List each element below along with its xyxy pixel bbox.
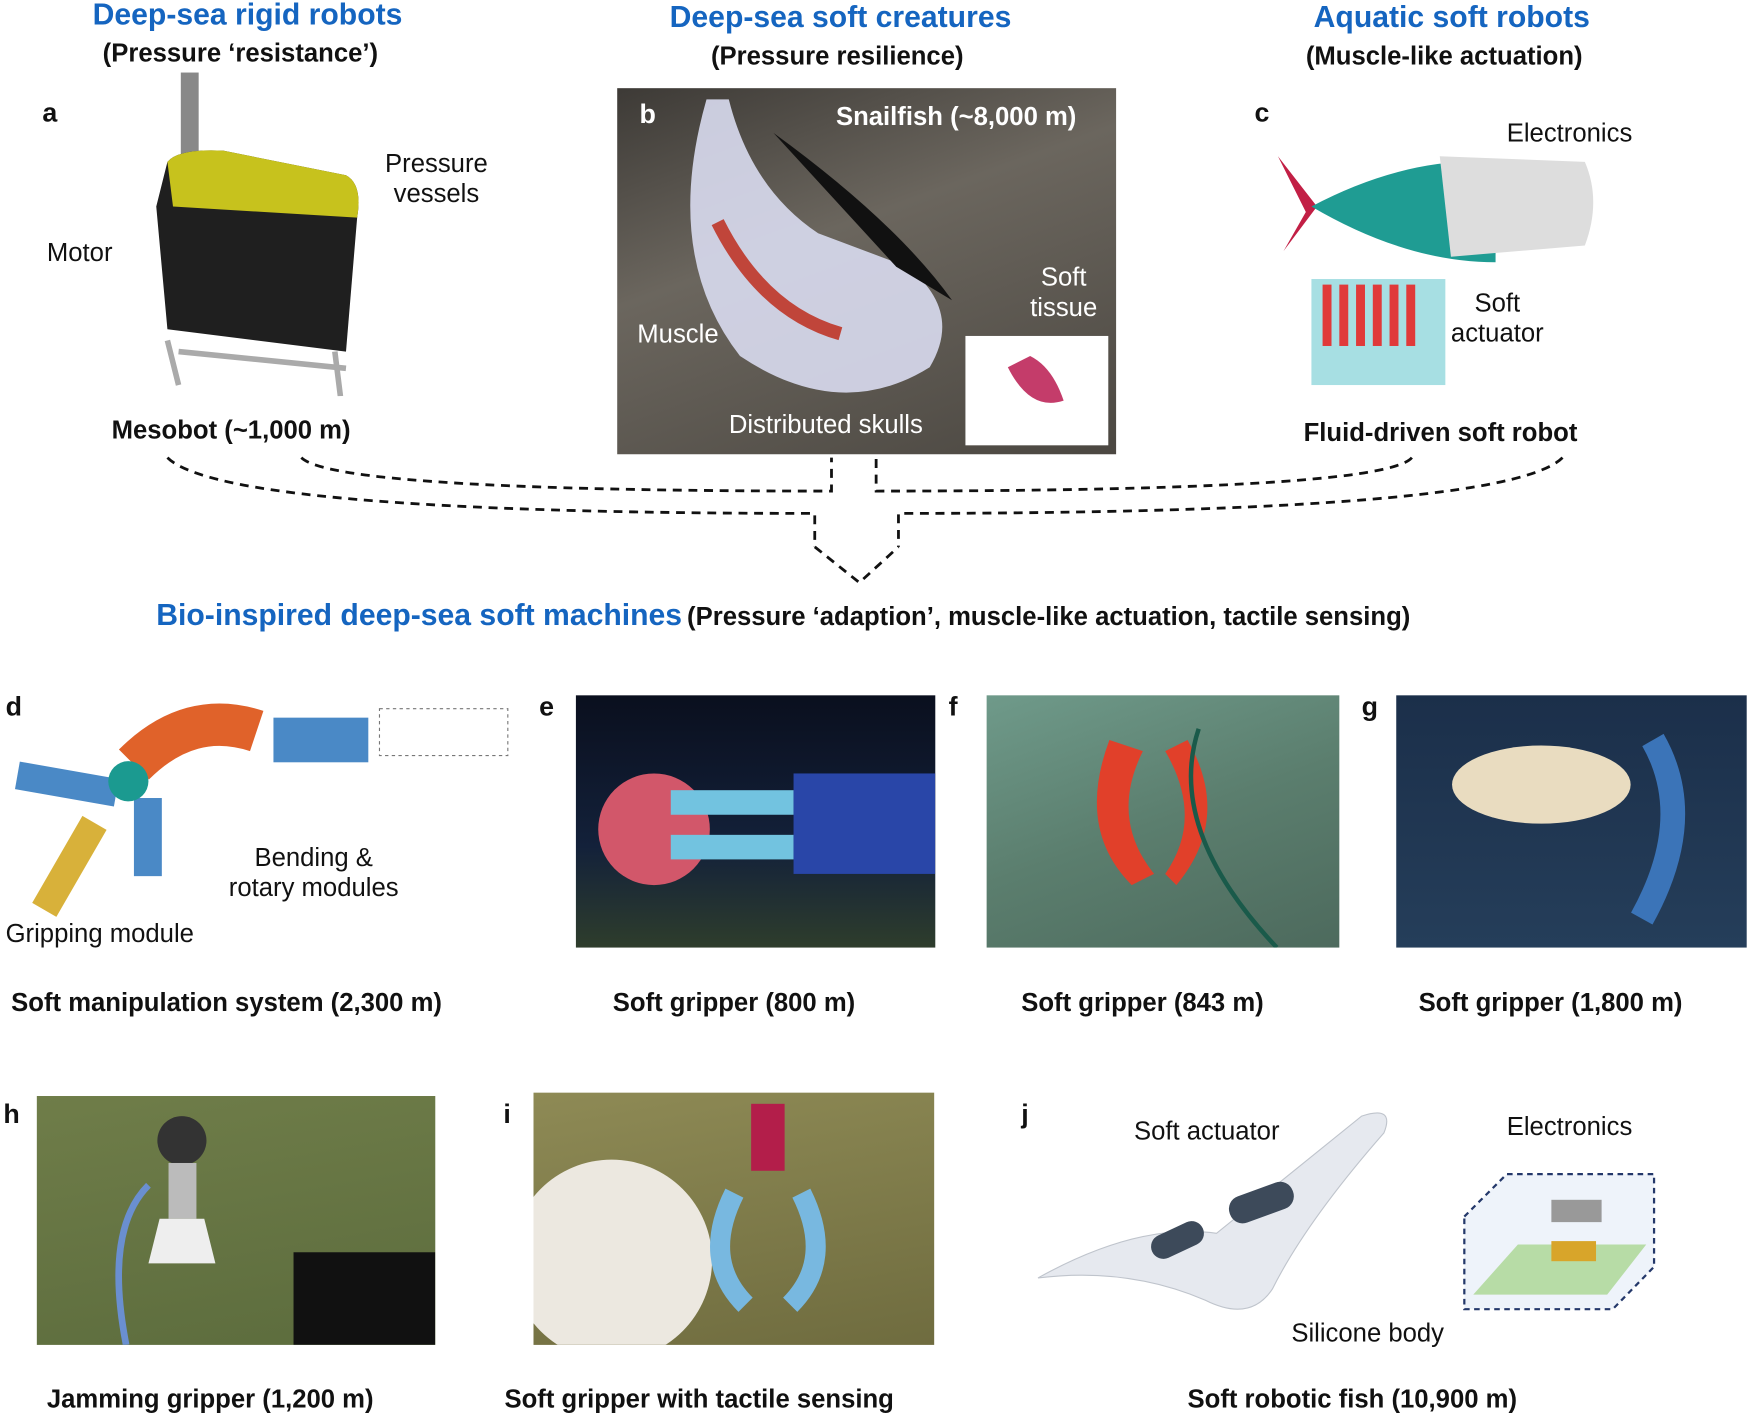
gripper-1800m-caption: Soft gripper (1,800 m) — [1418, 987, 1683, 1017]
aquatic-robots-subtitle: (Muscle-like actuation) — [1305, 41, 1583, 71]
mesobot-caption: Mesobot (~1,000 m) — [111, 415, 351, 445]
soft-actuator-label: Soft actuator — [1451, 288, 1544, 348]
soft-creatures-subtitle: (Pressure resilience) — [710, 41, 964, 71]
muscle-label: Muscle — [637, 319, 719, 349]
tactile-gripper-photo — [533, 1092, 935, 1345]
rigid-robots-subtitle: (Pressure ‘resistance’) — [102, 37, 379, 67]
soft-robot-fish-illustration — [1272, 134, 1607, 391]
snailfish-title: Snailfish (~8,000 m) — [835, 101, 1077, 131]
label-line: Soft — [1040, 262, 1087, 292]
jamming-gripper-photo — [36, 1096, 436, 1345]
label-line: Bending & — [254, 842, 373, 872]
tactile-caption: Soft gripper with tactile sensing — [504, 1383, 894, 1413]
panel-h-letter: h — [3, 1099, 20, 1130]
distributed-skulls-label: Distributed skulls — [728, 409, 923, 439]
panel-j-letter: j — [1021, 1099, 1029, 1130]
soft-creatures-title: Deep-sea soft creatures — [669, 0, 1012, 34]
label-line: Pressure — [385, 148, 488, 178]
electronics-label-j: Electronics — [1506, 1111, 1633, 1141]
electronics-box-illustration — [1462, 1172, 1657, 1312]
panel-f-letter: f — [948, 691, 958, 723]
bending-rotary-label: Bending & rotary modules — [229, 843, 399, 903]
label-line: rotary modules — [228, 872, 399, 902]
panel-c-letter: c — [1254, 98, 1270, 129]
panel-e-letter: e — [539, 691, 554, 723]
robotic-fish-illustration — [1027, 1099, 1496, 1345]
gripper-843m-caption: Soft gripper (843 m) — [1021, 987, 1264, 1017]
soft-gripper-800m-photo — [575, 695, 936, 948]
mesobot-illustration — [134, 72, 380, 397]
dashed-convergence-arrow — [166, 456, 1564, 585]
label-line: tissue — [1030, 292, 1098, 322]
jamming-caption: Jamming gripper (1,200 m) — [46, 1383, 374, 1413]
manipulator-illustration — [11, 698, 519, 921]
soft-actuator-label-j: Soft actuator — [1133, 1116, 1280, 1146]
bio-inspired-subtitle: (Pressure ‘adaption’, muscle-like actuat… — [687, 601, 1411, 631]
label-line: Soft — [1474, 287, 1521, 317]
silicone-body-label: Silicone body — [1291, 1318, 1445, 1348]
manipulation-caption: Soft manipulation system (2,300 m) — [11, 987, 442, 1017]
gripping-module-label: Gripping module — [5, 918, 194, 948]
panel-d-letter: d — [5, 691, 22, 723]
bio-inspired-title: Bio-inspired deep-sea soft machines — [156, 598, 683, 632]
soft-tissue-label: Soft tissue — [1030, 262, 1097, 322]
robotic-fish-caption: Soft robotic fish (10,900 m) — [1187, 1383, 1518, 1413]
motor-label: Motor — [46, 237, 113, 267]
pressure-vessels-label: Pressure vessels — [385, 148, 488, 208]
middle-heading: Bio-inspired deep-sea soft machines (Pre… — [156, 598, 1410, 633]
fluid-driven-caption: Fluid-driven soft robot — [1303, 417, 1578, 447]
label-line: actuator — [1450, 318, 1544, 348]
gripper-800m-caption: Soft gripper (800 m) — [612, 987, 856, 1017]
label-line: vessels — [393, 178, 480, 208]
rigid-robots-title: Deep-sea rigid robots — [92, 0, 403, 32]
panel-a-letter: a — [42, 98, 58, 129]
soft-gripper-843m-photo — [986, 695, 1340, 948]
panel-g-letter: g — [1361, 691, 1379, 723]
panel-b-letter: b — [639, 99, 656, 130]
panel-i-letter: i — [503, 1099, 511, 1130]
aquatic-robots-title: Aquatic soft robots — [1313, 0, 1590, 34]
soft-gripper-1800m-photo — [1396, 695, 1747, 948]
electronics-label: Electronics — [1506, 118, 1633, 148]
snailfish-photo: b Snailfish (~8,000 m) Soft tissue Muscl… — [617, 88, 1117, 455]
